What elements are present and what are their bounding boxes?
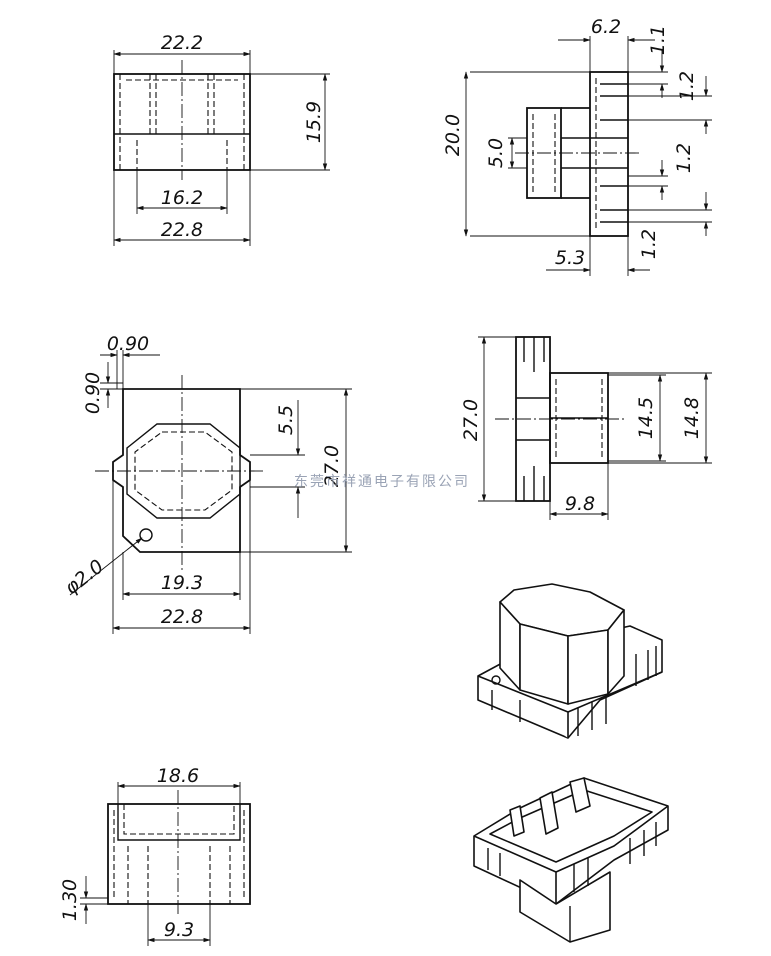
dim-bottom-wall: 1.30: [59, 879, 81, 921]
iso-view-bottom: [473, 777, 669, 943]
bottom-view-outline: [107, 803, 251, 905]
dim-side-pin-width: 6.2: [591, 16, 621, 38]
dim-top-hole-dia: φ2.0: [61, 555, 108, 599]
dim-side-pin-gap-top: 1.1: [647, 25, 669, 55]
top-view: 0.90 0.90 5.5 27.0 φ2.0 19.3 22.8: [61, 333, 352, 634]
dim-side-pin-pitch-c: 1.2: [638, 229, 660, 259]
dim-side-center-gap: 5.0: [485, 138, 507, 168]
dim-end-core-a: 14.5: [635, 397, 657, 439]
dim-side-pin-pitch-a: 1.2: [676, 71, 698, 101]
watermark: 东莞市祥通电子有限公司: [294, 473, 470, 490]
dim-side-pin-pitch-b: 1.2: [673, 143, 695, 173]
dim-front-top-width: 22.2: [161, 32, 203, 54]
dim-top-height: 27.0: [321, 445, 343, 487]
dim-top-inner-width: 19.3: [161, 572, 203, 594]
dim-side-base-depth: 5.3: [555, 247, 585, 269]
dim-bottom-width: 18.6: [157, 765, 199, 787]
top-view-outline: [112, 388, 251, 553]
dim-front-inner-width: 16.2: [161, 187, 203, 209]
dim-end-base-depth: 9.8: [565, 493, 595, 515]
dim-side-total-height: 20.0: [442, 114, 464, 156]
dim-front-height: 15.9: [303, 101, 325, 143]
dim-top-wall-x: 0.90: [107, 333, 149, 355]
iso-view-top: [477, 583, 663, 739]
bottom-view: 18.6 1.30 9.3: [59, 765, 251, 946]
side-view: 6.2 1.1 1.2 20.0 5.0 1.2 1.2: [442, 16, 712, 276]
dim-top-wall-y: 0.90: [82, 372, 104, 414]
end-view: 27.0 14.5 14.8 9.8: [460, 336, 712, 520]
top-view-hole: [139, 528, 153, 542]
dim-front-bottom-width: 22.8: [161, 219, 203, 241]
front-view: 22.2 15.9 16.2 22.8: [113, 32, 330, 246]
side-view-flange: [589, 71, 629, 237]
dim-end-height: 27.0: [460, 399, 482, 441]
dim-top-step: 5.5: [275, 405, 297, 435]
top-view-octagon-inner: [134, 431, 233, 511]
top-view-octagon-outer: [126, 423, 241, 519]
dim-end-core-b: 14.8: [681, 397, 703, 439]
dim-bottom-slot: 9.3: [164, 919, 194, 941]
dim-top-outer-width: 22.8: [161, 606, 203, 628]
